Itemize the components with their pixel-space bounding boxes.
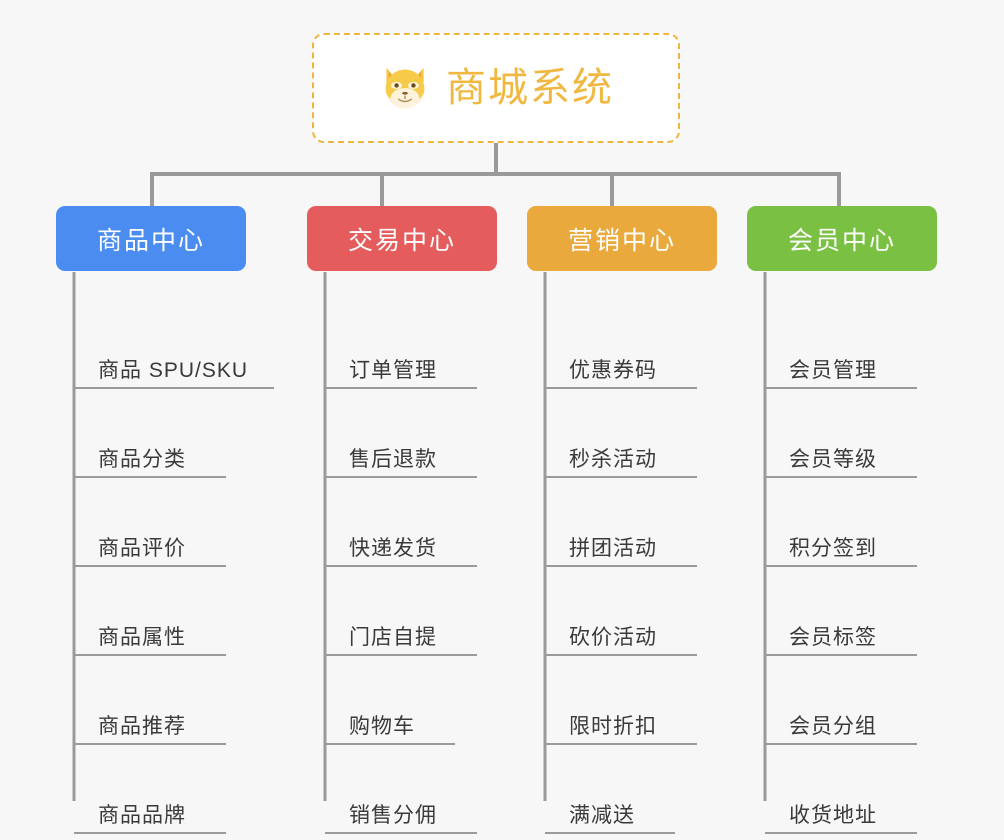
branch-header-label: 商品中心: [96, 226, 205, 255]
list-item-label: 商品分类: [98, 447, 186, 471]
list-item[interactable]: 商品品牌: [56, 745, 256, 834]
list-item[interactable]: 会员标签: [747, 567, 947, 656]
list-item-label: 商品品牌: [98, 803, 186, 827]
list-item-rule: [545, 654, 697, 656]
list-item-rule: [545, 387, 697, 389]
list-item-rule: [545, 565, 697, 567]
list-item-rule: [765, 743, 917, 745]
list-item[interactable]: 优惠券码: [527, 300, 727, 389]
list-item[interactable]: 砍价活动: [527, 567, 727, 656]
list-item-label: 销售分佣: [349, 803, 437, 827]
branch-header-product-center[interactable]: 商品中心: [56, 206, 246, 271]
list-item[interactable]: 商品评价: [56, 478, 256, 567]
list-item-rule: [74, 565, 226, 567]
list-item[interactable]: 秒杀活动: [527, 389, 727, 478]
list-item[interactable]: 订单管理: [307, 300, 507, 389]
branch-header-label: 交易中心: [347, 226, 456, 255]
list-item-label: 商品属性: [98, 625, 186, 649]
list-item-rule: [765, 654, 917, 656]
list-item-rule: [74, 743, 226, 745]
list-item-rule: [545, 832, 675, 834]
list-item-rule: [545, 476, 697, 478]
list-item-label: 积分签到: [789, 536, 877, 560]
list-item-rule: [765, 387, 917, 389]
list-item-rule: [325, 565, 477, 567]
list-item[interactable]: 销售分佣: [307, 745, 507, 834]
list-item-rule: [545, 743, 697, 745]
list-item-label: 商品 SPU/SKU: [98, 358, 249, 382]
root-node[interactable]: 商城系统: [312, 33, 680, 143]
list-item-rule: [325, 743, 455, 745]
branch-items-trade-center: 订单管理 售后退款 快递发货 门店自提 购物车 销售分佣: [307, 300, 507, 834]
list-item[interactable]: 会员管理: [747, 300, 947, 389]
list-item-label: 门店自提: [349, 625, 437, 649]
list-item[interactable]: 商品推荐: [56, 656, 256, 745]
list-item-rule: [765, 832, 917, 834]
list-item-rule: [74, 654, 226, 656]
list-item[interactable]: 商品分类: [56, 389, 256, 478]
list-item-rule: [325, 654, 477, 656]
list-item-label: 会员管理: [789, 358, 877, 382]
list-item-label: 拼团活动: [569, 536, 657, 560]
list-item[interactable]: 限时折扣: [527, 656, 727, 745]
branch-header-member-center[interactable]: 会员中心: [747, 206, 937, 271]
list-item[interactable]: 购物车: [307, 656, 507, 745]
list-item-label: 会员分组: [789, 714, 877, 738]
list-item[interactable]: 满减送: [527, 745, 727, 834]
list-item[interactable]: 收货地址: [747, 745, 947, 834]
list-item-label: 订单管理: [349, 358, 437, 382]
branch-column-marketing-center: 营销中心 优惠券码 秒杀活动 拼团活动 砍价活动 限时折扣 满减送: [527, 206, 727, 834]
branch-column-member-center: 会员中心 会员管理 会员等级 积分签到 会员标签 会员分组 收货地址: [747, 206, 947, 834]
list-item-label: 秒杀活动: [569, 447, 657, 471]
list-item[interactable]: 快递发货: [307, 478, 507, 567]
list-item-rule: [74, 832, 226, 834]
list-item-rule: [765, 565, 917, 567]
list-item[interactable]: 会员等级: [747, 389, 947, 478]
list-item-rule: [74, 476, 226, 478]
list-item[interactable]: 积分签到: [747, 478, 947, 567]
list-item[interactable]: 售后退款: [307, 389, 507, 478]
list-item-label: 商品评价: [98, 536, 186, 560]
list-item-label: 商品推荐: [98, 714, 186, 738]
branch-header-label: 会员中心: [787, 226, 896, 255]
list-item-label: 购物车: [349, 714, 415, 738]
list-item[interactable]: 商品 SPU/SKU: [56, 300, 274, 389]
list-item-label: 售后退款: [349, 447, 437, 471]
branch-column-trade-center: 交易中心 订单管理 售后退款 快递发货 门店自提 购物车 销售分佣: [307, 206, 507, 834]
list-item-label: 会员等级: [789, 447, 877, 471]
list-item[interactable]: 门店自提: [307, 567, 507, 656]
list-item-label: 限时折扣: [569, 714, 657, 738]
list-item-label: 快递发货: [349, 536, 437, 560]
branch-column-product-center: 商品中心 商品 SPU/SKU 商品分类 商品评价 商品属性 商品推荐 商品品牌: [56, 206, 274, 834]
branch-header-label: 营销中心: [567, 226, 676, 255]
list-item-rule: [325, 832, 477, 834]
list-item-label: 满减送: [569, 803, 635, 827]
list-item[interactable]: 拼团活动: [527, 478, 727, 567]
list-item[interactable]: 商品属性: [56, 567, 256, 656]
branch-items-product-center: 商品 SPU/SKU 商品分类 商品评价 商品属性 商品推荐 商品品牌: [56, 300, 274, 834]
list-item-rule: [765, 476, 917, 478]
list-item-label: 优惠券码: [569, 358, 657, 382]
list-item-label: 砍价活动: [569, 625, 657, 649]
list-item-rule: [325, 387, 477, 389]
list-item-label: 收货地址: [789, 803, 877, 827]
shiba-dog-face-icon: [385, 67, 425, 109]
root-title: 商城系统: [446, 66, 614, 110]
list-item[interactable]: 会员分组: [747, 656, 947, 745]
branch-header-marketing-center[interactable]: 营销中心: [527, 206, 717, 271]
branch-items-marketing-center: 优惠券码 秒杀活动 拼团活动 砍价活动 限时折扣 满减送: [527, 300, 727, 834]
branch-items-member-center: 会员管理 会员等级 积分签到 会员标签 会员分组 收货地址: [747, 300, 947, 834]
list-item-label: 会员标签: [789, 625, 877, 649]
list-item-rule: [74, 387, 274, 389]
branch-header-trade-center[interactable]: 交易中心: [307, 206, 497, 271]
list-item-rule: [325, 476, 477, 478]
